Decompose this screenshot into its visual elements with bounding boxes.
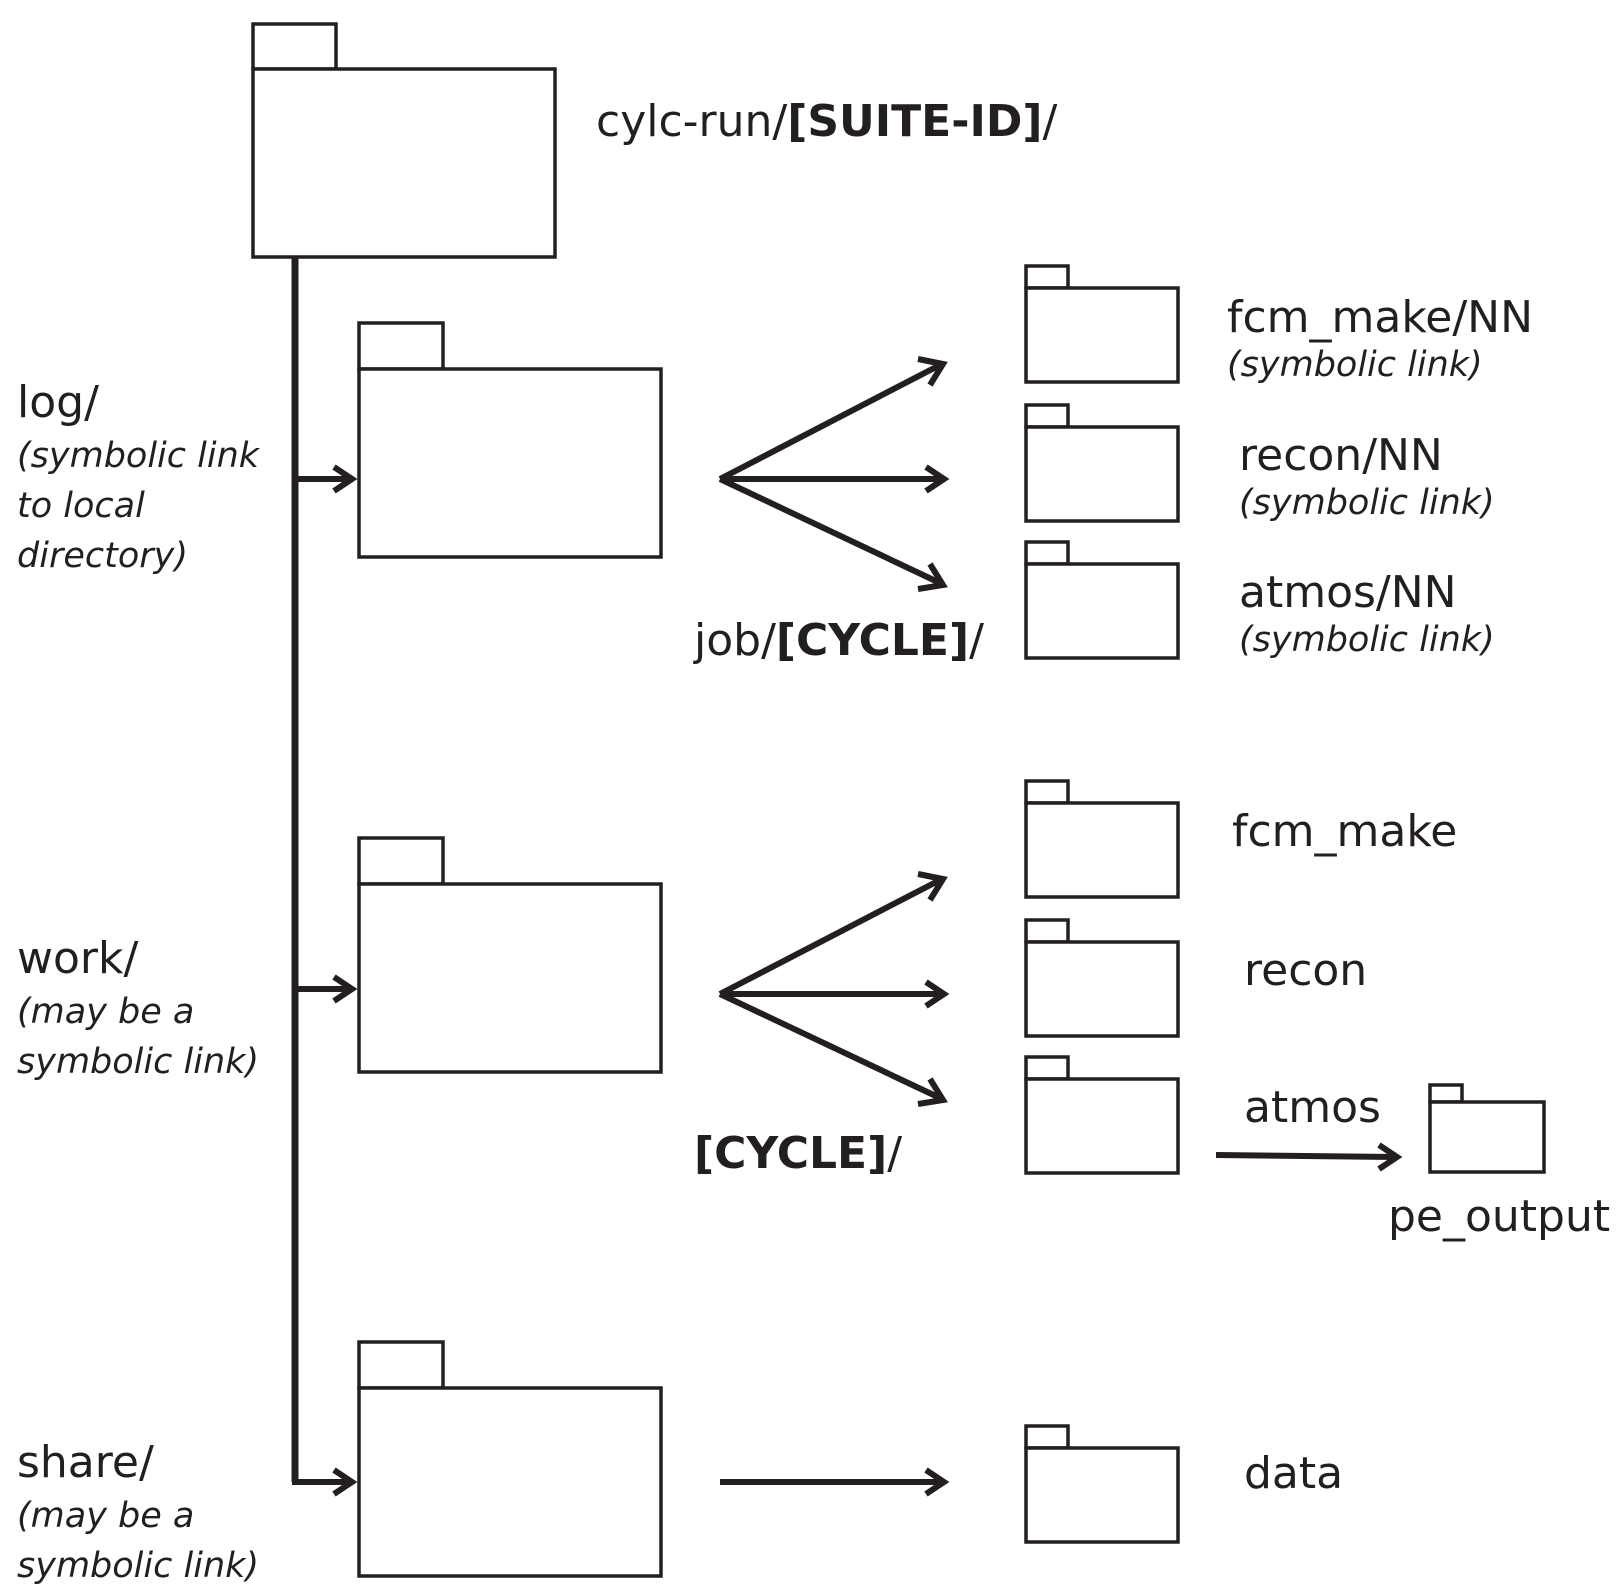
branch-share-note-1: (may be a — [17, 1496, 195, 1536]
log-fan-arrows — [718, 356, 950, 592]
branch-work: work/ (may be a symbolic link) — [17, 931, 259, 1087]
log-child-2: recon/NN (symbolic link) — [1239, 428, 1495, 522]
log-child-3-note: (symbolic link) — [1239, 620, 1495, 660]
work-child-folder-icon-2 — [1024, 918, 1180, 1038]
branch-share-note-2: symbolic link) — [17, 1546, 260, 1586]
log-child-2-note: (symbolic link) — [1239, 483, 1495, 523]
root-label: cylc-run/[SUITE-ID]/ — [596, 96, 1058, 147]
branch-share: share/ (may be a symbolic link) — [17, 1435, 259, 1591]
root-label-suffix: / — [1042, 96, 1058, 147]
root-folder-icon — [251, 22, 557, 259]
branch-work-note-2: symbolic link) — [17, 1042, 260, 1082]
log-sub-label: job/[CYCLE]/ — [694, 615, 984, 666]
root-label-bold: [SUITE-ID] — [787, 96, 1043, 147]
work-folder-icon — [357, 836, 663, 1074]
work-sub-label-bold: [CYCLE] — [694, 1128, 888, 1179]
work-child-2-name: recon — [1244, 945, 1368, 996]
log-sub-label-prefix: job/ — [694, 615, 776, 666]
log-folder-icon — [357, 321, 663, 559]
work-child-folder-icon-1 — [1024, 779, 1180, 899]
branch-work-note-1: (may be a — [17, 992, 195, 1032]
log-child-2-name: recon/NN — [1239, 430, 1443, 481]
work-sub-label-suffix: / — [887, 1128, 903, 1179]
pe-output-folder-icon — [1428, 1083, 1546, 1174]
work-sub-label: [CYCLE]/ — [694, 1128, 903, 1179]
log-child-1: fcm_make/NN (symbolic link) — [1227, 290, 1533, 384]
share-child-folder-icon — [1024, 1424, 1180, 1544]
branch-log-note-1: (symbolic link — [17, 436, 260, 476]
branch-log: log/ (symbolic link to local directory) — [17, 375, 259, 581]
root-label-prefix: cylc-run/ — [596, 96, 788, 147]
work-fan-arrows — [718, 871, 950, 1107]
log-child-folder-icon-1 — [1024, 264, 1180, 384]
work-child-folder-icon-3 — [1024, 1055, 1180, 1175]
share-folder-icon — [357, 1340, 663, 1578]
log-child-folder-icon-3 — [1024, 540, 1180, 660]
log-child-3: atmos/NN (symbolic link) — [1239, 565, 1495, 659]
pe-output-name: pe_output — [1388, 1191, 1611, 1242]
log-child-folder-icon-2 — [1024, 403, 1180, 523]
share-connector — [292, 1467, 358, 1497]
work-connector — [295, 974, 358, 1004]
log-child-1-name: fcm_make/NN — [1227, 292, 1534, 343]
work-child-1-name: fcm_make — [1232, 806, 1458, 857]
branch-log-name: log/ — [17, 377, 99, 428]
share-child-1-name: data — [1244, 1448, 1344, 1499]
share-arrow — [720, 1467, 950, 1497]
log-connector — [295, 464, 358, 494]
branch-work-name: work/ — [17, 933, 139, 984]
branch-log-note-3: directory) — [17, 536, 189, 576]
log-sub-label-suffix: / — [969, 615, 984, 666]
branch-share-name: share/ — [17, 1437, 154, 1488]
log-child-3-name: atmos/NN — [1239, 567, 1457, 618]
log-sub-label-bold: [CYCLE] — [775, 615, 970, 666]
branch-log-note-2: to local — [17, 486, 145, 526]
work-child-3-name: atmos — [1244, 1082, 1381, 1133]
log-child-1-note: (symbolic link) — [1227, 345, 1483, 385]
atmos-arrow — [1215, 1142, 1403, 1172]
